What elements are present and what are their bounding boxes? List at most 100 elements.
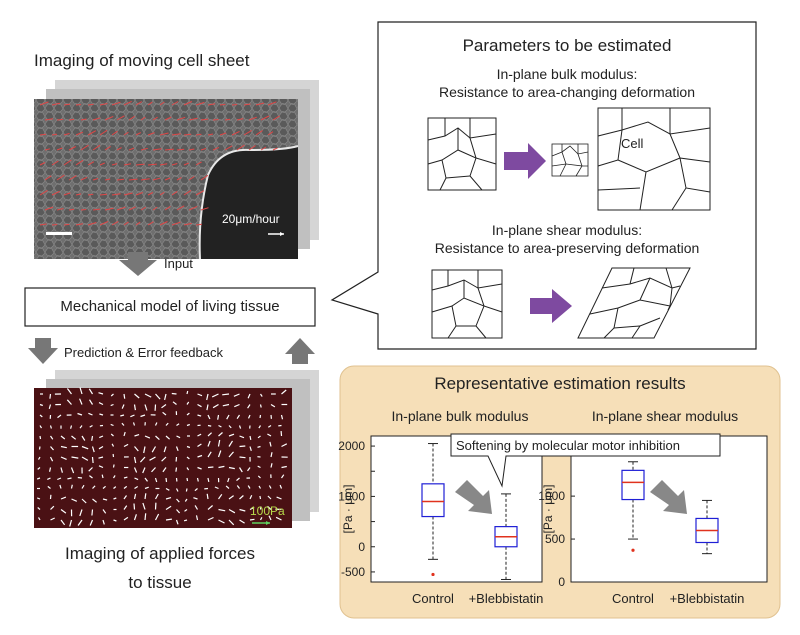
force-vector (238, 425, 242, 429)
force-vector (49, 456, 54, 462)
force-vector (154, 513, 160, 521)
y-tick-label: 0 (358, 540, 365, 554)
force-vector (186, 423, 191, 427)
force-vector (134, 477, 139, 481)
velocity-vector (75, 223, 83, 226)
velocity-vector (135, 132, 142, 136)
force-vector (206, 404, 209, 411)
force-vector (123, 485, 128, 489)
parameters-callout (330, 21, 757, 350)
velocity-vector (176, 205, 185, 211)
force-vector (176, 435, 181, 439)
velocity-vector (51, 160, 59, 166)
force-vector (207, 432, 213, 437)
force-vector (110, 423, 114, 427)
velocity-vector (68, 146, 76, 151)
force-vector (217, 450, 222, 458)
force-vector (165, 435, 170, 440)
velocity-vector (248, 145, 256, 151)
force-vector (50, 505, 55, 510)
force-vector (110, 403, 114, 407)
velocity-vector (260, 146, 267, 151)
force-vector (48, 404, 52, 409)
force-vector (206, 493, 209, 500)
force-vector (165, 505, 172, 511)
force-vector (98, 402, 104, 406)
velocity-vector (207, 133, 214, 136)
plot-area (370, 435, 543, 583)
force-vector (218, 424, 222, 428)
force-vector (39, 414, 43, 418)
velocity-vector (56, 118, 64, 121)
velocity-vector (104, 145, 111, 151)
force-vector (239, 508, 246, 512)
velocity-vector (75, 193, 82, 196)
force-vector (279, 484, 283, 489)
force-vector (234, 403, 240, 408)
force-vector (77, 412, 83, 416)
velocity-vector (164, 116, 172, 121)
force-vector (39, 425, 43, 429)
results-title: Representative estimation results (434, 374, 686, 393)
velocity-vector (128, 115, 135, 121)
velocity-vector (56, 174, 65, 181)
force-vector (121, 422, 125, 426)
shear-modulus-heading: In-plane shear modulus: (491, 222, 643, 238)
box-blebbistatin: +Blebbistatin (469, 493, 543, 606)
velocity-vector (219, 132, 227, 136)
velocity-vector (164, 148, 174, 151)
y-tick-label: 2000 (338, 439, 365, 453)
force-vector (197, 433, 202, 437)
x-category-label: Control (612, 591, 654, 606)
force-vector (186, 467, 190, 471)
force-vector (239, 445, 246, 448)
force-vector (239, 456, 246, 459)
velocity-vector (123, 163, 131, 166)
force-vector (112, 464, 115, 468)
cell-label: Cell (621, 136, 644, 151)
velocity-vector (99, 103, 108, 106)
velocity-vector (183, 162, 189, 166)
force-vector (268, 515, 272, 521)
velocity-vector (272, 147, 278, 151)
force-vector (102, 498, 108, 501)
force-vector (281, 443, 288, 448)
shear-chart-title: In-plane shear modulus (591, 408, 739, 424)
velocity-vector (176, 148, 185, 151)
velocity-vector (183, 133, 192, 136)
force-vector (185, 488, 188, 492)
force-vector (228, 425, 232, 429)
velocity-vector (80, 144, 89, 151)
velocity-vector (111, 163, 118, 166)
force-vector (165, 518, 172, 521)
velocity-vector (135, 192, 143, 196)
velocity-vector (44, 175, 52, 181)
velocity-vector (63, 223, 70, 226)
velocity-vector (188, 117, 198, 121)
force-vector (37, 467, 41, 470)
force-vector (88, 467, 93, 472)
force-vector (77, 476, 83, 479)
force-vector (267, 505, 272, 510)
force-vector (130, 414, 135, 418)
force-vector (269, 441, 272, 447)
velocity-vector (272, 115, 280, 121)
force-vector (120, 414, 125, 417)
force-vector (268, 485, 272, 489)
velocity-vector (80, 209, 87, 211)
force-vector (186, 390, 189, 395)
force-vector (218, 519, 225, 524)
bulk-modulus-description: Resistance to area-changing deformation (438, 84, 696, 100)
force-vector (50, 517, 55, 521)
outlier-point (431, 572, 435, 577)
force-vector (228, 495, 234, 500)
velocity-vector (68, 208, 75, 211)
velocity-vector (171, 221, 181, 226)
velocity-vector (99, 193, 108, 196)
velocity-vector (152, 148, 162, 151)
velocity-vector (147, 132, 155, 136)
velocity-vector (51, 133, 58, 136)
force-vector (270, 403, 276, 408)
force-vector (133, 467, 138, 473)
force-vector (175, 446, 179, 452)
